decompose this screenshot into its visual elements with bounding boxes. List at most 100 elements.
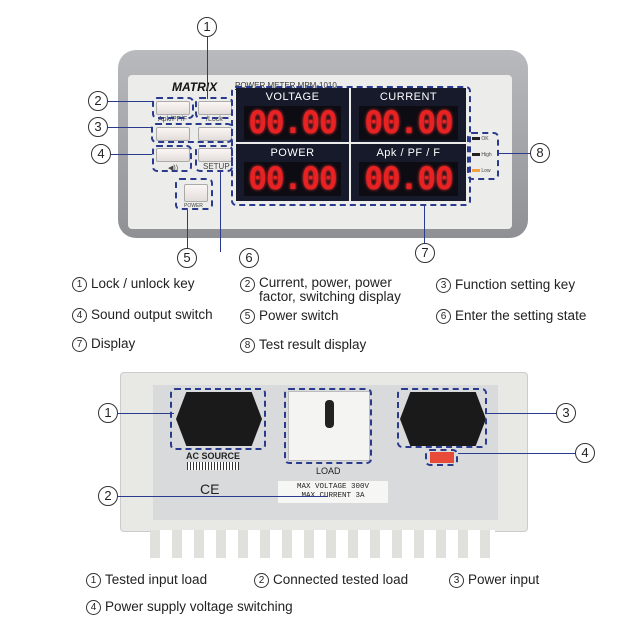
power-value: 00.00: [244, 162, 341, 196]
dash-display: [231, 86, 471, 206]
legend-num: 8: [240, 338, 255, 353]
legend-num: 1: [72, 277, 87, 292]
voltage-display: VOLTAGE 00.00: [236, 88, 349, 142]
callout-line-2: [108, 101, 153, 102]
ac-source-label: AC SOURCE: [186, 451, 241, 461]
back-callout-3: 3: [556, 403, 576, 423]
back-callout-line-3: [487, 413, 557, 414]
back-callout-2: 2: [98, 486, 118, 506]
dash-voltage-switch: [425, 449, 458, 466]
legend-text: Enter the setting state: [455, 308, 587, 323]
legend-text: Tested input load: [105, 572, 208, 587]
brand-logo: MATRIX: [172, 80, 218, 94]
callout-line-5: [187, 210, 188, 250]
power-display-label: POWER: [270, 147, 315, 159]
left-arrow-button[interactable]: [156, 127, 190, 141]
callout-line-7: [424, 206, 425, 246]
ac-source-socket: [176, 392, 262, 446]
legend-num: 4: [72, 308, 87, 323]
sound-button[interactable]: [156, 148, 190, 162]
dash-ac-source: [170, 388, 266, 450]
legend-text: Test result display: [259, 337, 367, 352]
callout-line-4: [111, 154, 152, 155]
callout-7: 7: [415, 243, 435, 263]
back-feet: [150, 530, 495, 558]
legend-front-7: 7 Display: [72, 336, 135, 352]
lock-label: /Lock: [206, 116, 223, 123]
dash-power-input: [397, 388, 487, 448]
current-label: CURRENT: [379, 91, 438, 103]
legend-num: 2: [254, 573, 269, 588]
legend-text: Function setting key: [455, 277, 576, 292]
current-display: CURRENT 00.00: [351, 88, 466, 142]
load-label: LOAD: [316, 466, 341, 476]
dash-sound: [152, 145, 192, 172]
legend-front-3: 3 Function setting key: [436, 277, 575, 293]
voltage-value: 00.00: [244, 106, 341, 140]
legend-num: 7: [72, 337, 87, 352]
model-label: POWER METER MPM-1010: [235, 81, 337, 90]
callout-3: 3: [88, 117, 108, 137]
legend-text: Display: [91, 336, 136, 351]
voltage-label: VOLTAGE: [265, 91, 320, 103]
indicator-ok: OK: [472, 136, 489, 142]
apk-display-label: Apk / PF / F: [376, 147, 441, 159]
dash-arrows: [151, 123, 233, 143]
setup-label: SETUP: [203, 162, 230, 171]
dash-power: [175, 178, 213, 210]
apk-pf-f-button[interactable]: [156, 101, 190, 115]
power-input-socket: [400, 392, 486, 446]
voltage-switch[interactable]: [430, 452, 454, 463]
legend-text: Connected tested load: [273, 572, 409, 587]
dash-lock: [195, 97, 233, 119]
legend-num: 3: [449, 573, 464, 588]
low-label: Low: [481, 168, 491, 174]
back-callout-line-4: [458, 453, 576, 454]
legend-num: 6: [436, 309, 451, 324]
callout-8: 8: [530, 143, 550, 163]
legend-text: Lock / unlock key: [91, 276, 195, 291]
indicator-low: Low: [472, 168, 491, 174]
legend-num: 1: [86, 573, 101, 588]
max-current: MAX CURRENT 3A: [301, 492, 365, 500]
sound-label: ◀)): [168, 165, 179, 172]
callout-line-6: [220, 172, 221, 252]
callout-line-8: [499, 153, 531, 154]
callout-4: 4: [91, 144, 111, 164]
back-callout-line-1: [118, 413, 174, 414]
callout-6: 6: [239, 248, 259, 268]
legend-front-6: 6 Enter the setting state: [436, 308, 586, 324]
callout-line-3: [108, 127, 152, 128]
legend-front-1: 1 Lock / unlock key: [72, 276, 195, 292]
power-label: POWER: [184, 203, 203, 209]
back-callout-1: 1: [98, 403, 118, 423]
legend-text: Power switch: [259, 308, 339, 323]
legend-num: 3: [436, 278, 451, 293]
ce-mark: CE: [200, 481, 220, 497]
back-callout-line-2: [118, 496, 328, 497]
current-value: 00.00: [359, 106, 458, 140]
legend-num: 2: [240, 277, 255, 292]
apk-display: Apk / PF / F 00.00: [351, 144, 466, 201]
legend-text: Sound output switch: [91, 307, 213, 322]
apk-pf-f-label: Apk/PF/F: [158, 116, 188, 123]
callout-2: 2: [88, 91, 108, 111]
high-label: High: [481, 152, 492, 158]
dash-load: [284, 388, 372, 464]
dash-indicators: [467, 132, 499, 180]
power-display: POWER 00.00: [236, 144, 349, 201]
outlet-pins: [325, 400, 334, 428]
legend-front-2: 2 Current, power, power factor, switching…: [240, 276, 430, 304]
legend-front-8: 8 Test result display: [240, 337, 366, 353]
ok-label: OK: [481, 136, 489, 142]
legend-num: 4: [86, 600, 101, 615]
max-rating-label: MAX VOLTAGE 300V MAX CURRENT 3A: [278, 481, 388, 503]
callout-1: 1: [197, 17, 217, 37]
max-voltage: MAX VOLTAGE 300V: [296, 483, 369, 491]
apk-value: 00.00: [359, 162, 458, 196]
legend-text: Current, power, power factor, switching …: [259, 275, 401, 304]
power-button[interactable]: [184, 184, 208, 202]
